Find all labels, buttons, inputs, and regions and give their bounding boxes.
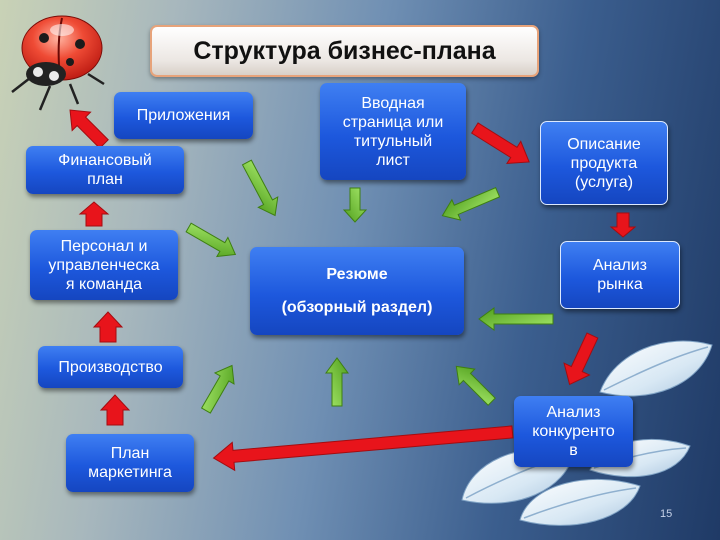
- arrow-marketing-to-proizvodstvo: [99, 394, 131, 426]
- link-arrows: [185, 159, 554, 414]
- node-personal-label: Персонал и управленческа я команда: [48, 237, 160, 293]
- node-rezyume: Резюме (обзорный раздел): [250, 247, 464, 335]
- arrow-bottom-to-resume: [325, 357, 349, 407]
- node-plan-marketinga-label: План маркетинга: [88, 445, 172, 481]
- node-personal: Персонал и управленческа я команда: [30, 230, 178, 300]
- arrow-proizvodstvo-to-personal: [92, 311, 124, 343]
- arrow-vvodnaya-to-opisanie: [470, 122, 530, 165]
- node-prilozheniya-label: Приложения: [136, 107, 231, 124]
- node-opisanie: Описание продукта (услуга): [540, 121, 668, 205]
- node-analiz-rynka: Анализ рынка: [560, 241, 680, 309]
- leaves-icon: [461, 340, 713, 526]
- node-finansovy-plan: Финансовый план: [26, 146, 184, 194]
- arrow-konkurenty-to-resume: [455, 365, 496, 406]
- node-plan-marketinga: План маркетинга: [66, 434, 194, 492]
- arrow-personal-to-resume: [185, 222, 237, 258]
- page-number: 15: [660, 508, 673, 520]
- arrow-finansy-to-prilozheniya: [69, 109, 109, 149]
- node-analiz-konkurentov: Анализ конкуренто в: [514, 396, 633, 467]
- node-proizvodstvo-label: Производство: [58, 358, 163, 376]
- arrow-opisanie-to-rynok: [609, 212, 637, 238]
- node-prilozheniya: Приложения: [114, 92, 253, 139]
- arrow-vvodnaya-to-resume: [342, 187, 368, 223]
- node-vvodnaya: Вводная страница или титульный лист: [320, 83, 466, 180]
- arrow-rynok-to-konkurenty: [563, 332, 599, 386]
- arrow-konkurenty-to-marketing: [212, 425, 514, 472]
- arrow-proizvodstvo-to-resume: [200, 364, 235, 414]
- arrow-rynok-to-resume: [478, 307, 554, 331]
- node-proizvodstvo: Производство: [38, 346, 183, 388]
- slide-title: Структура бизнес-плана: [150, 25, 539, 77]
- node-analiz-konkurentov-label: Анализ конкуренто в: [532, 404, 615, 459]
- arrow-plan-to-resume: [241, 159, 279, 217]
- arrow-opisanie-to-resume: [441, 187, 501, 221]
- node-opisanie-label: Описание продукта (услуга): [567, 135, 641, 191]
- ladybug-icon: [11, 15, 105, 111]
- arrow-personal-to-finansy: [78, 201, 110, 227]
- node-finansovy-plan-label: Финансовый план: [58, 152, 152, 188]
- node-rezyume-title: Резюме: [326, 266, 388, 283]
- node-analiz-rynka-label: Анализ рынка: [592, 257, 647, 293]
- node-rezyume-subtitle: (обзорный раздел): [281, 299, 433, 316]
- flow-arrows: [69, 109, 637, 472]
- node-vvodnaya-label: Вводная страница или титульный лист: [342, 94, 444, 169]
